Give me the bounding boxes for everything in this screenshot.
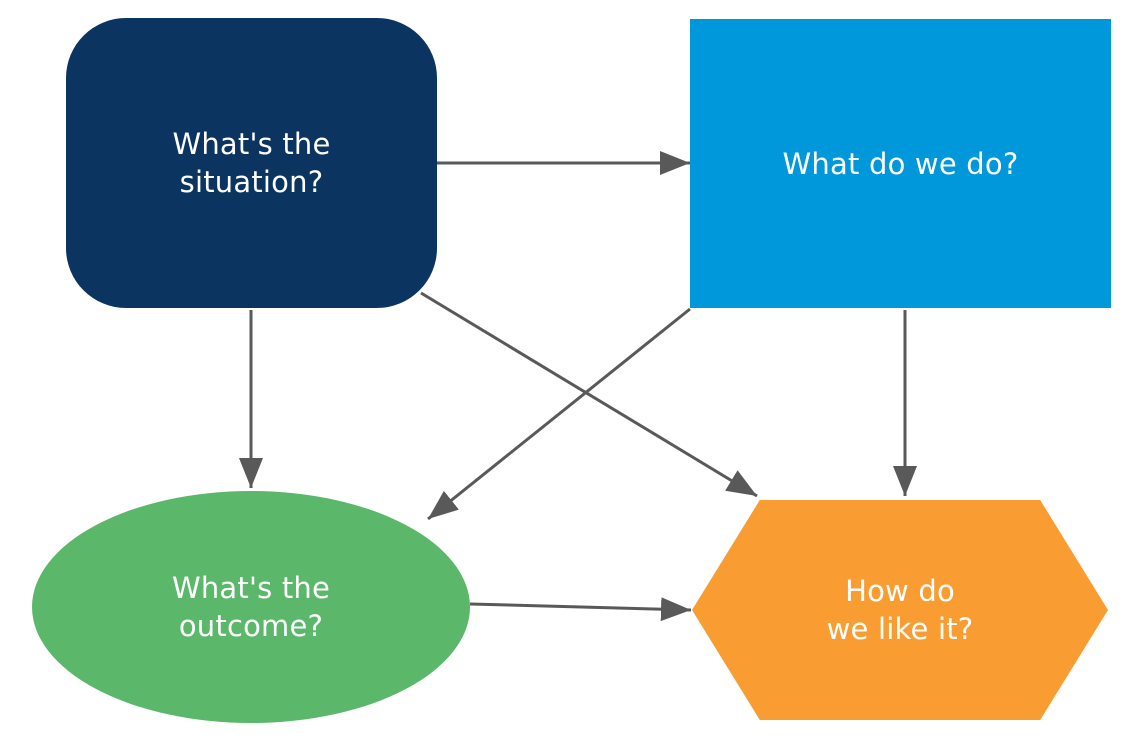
node-situation: What's the situation? <box>66 18 437 308</box>
node-action: What do we do? <box>690 19 1111 308</box>
node-situation-label: What's the situation? <box>172 127 331 199</box>
node-action-label: What do we do? <box>782 146 1019 181</box>
edge-outcome-to-evaluation <box>469 597 692 622</box>
node-outcome-label: What's the outcome? <box>171 571 331 643</box>
node-evaluation: How do we like it? <box>692 500 1108 720</box>
node-evaluation-label: How do we like it? <box>826 574 974 646</box>
edge-situation-to-evaluation <box>420 291 758 498</box>
edge-action-to-outcome <box>427 307 691 521</box>
node-outcome: What's the outcome? <box>32 491 470 723</box>
